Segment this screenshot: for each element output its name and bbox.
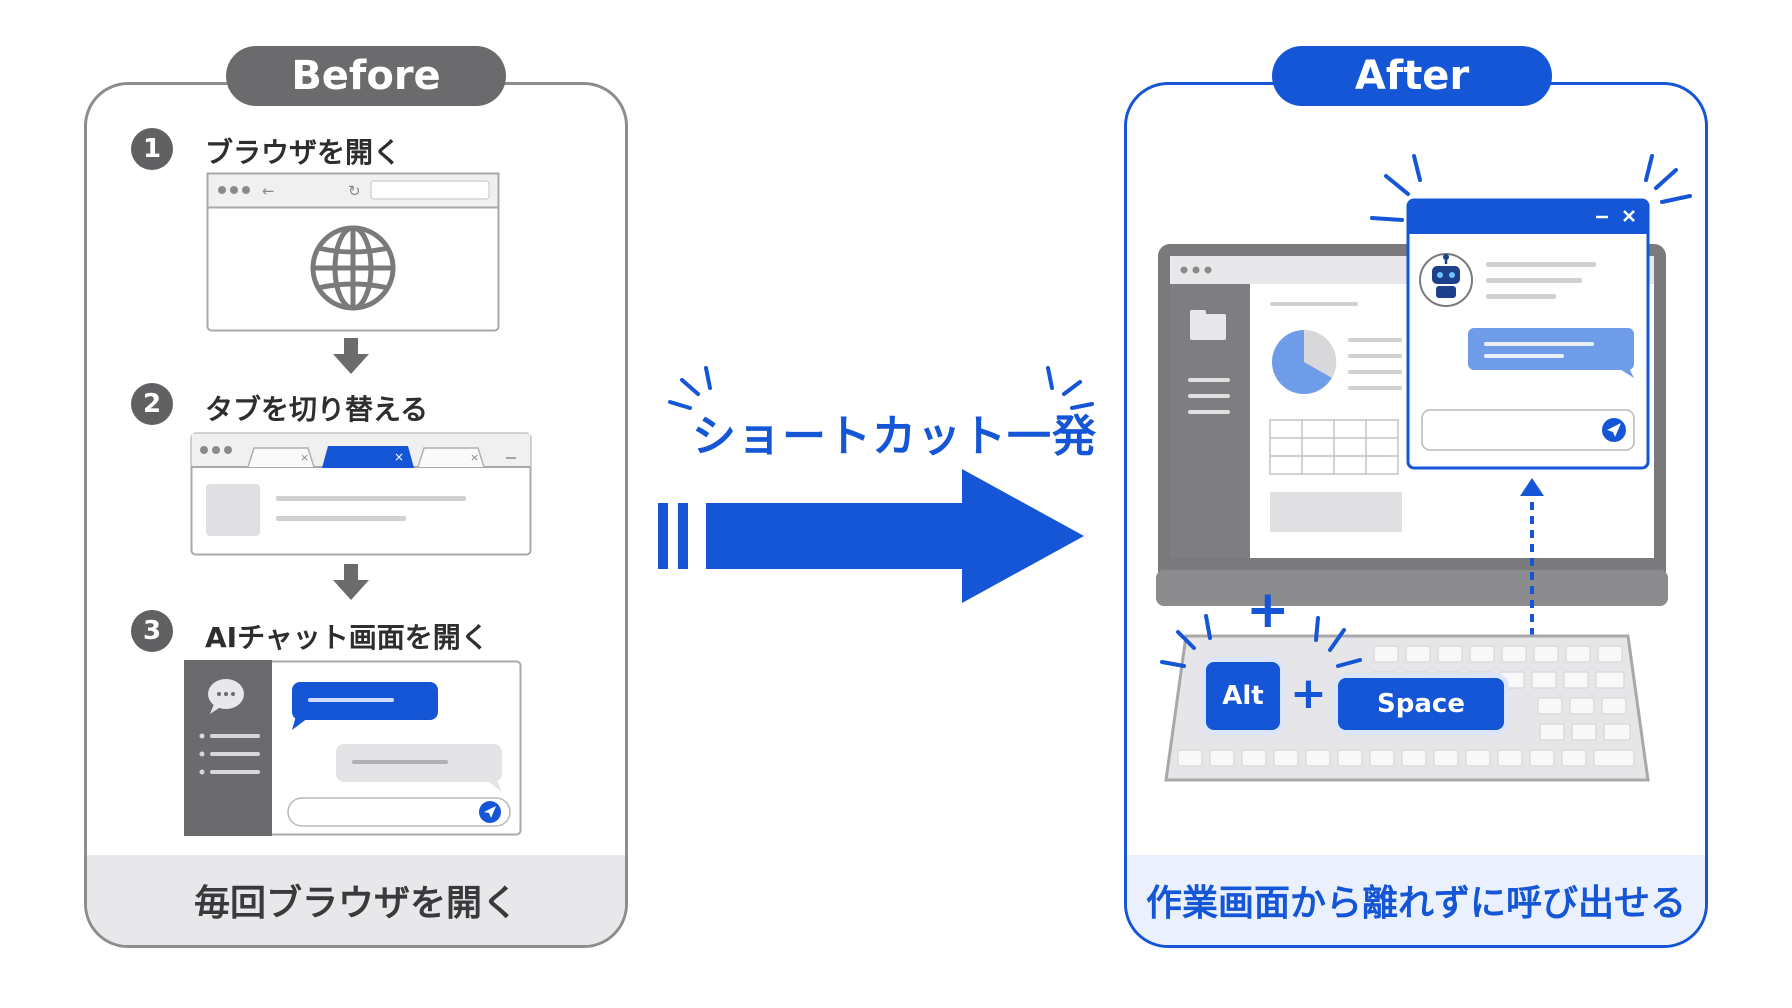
before-title: Before (226, 46, 506, 106)
table-grid-icon (1269, 419, 1399, 475)
svg-text:×: × (470, 451, 479, 464)
ai-chat-window-illustration (184, 660, 522, 836)
shortcut-label: ショートカット一発 (692, 411, 1097, 462)
svg-text:×: × (300, 451, 309, 464)
globe-icon (310, 225, 396, 311)
tab-active (322, 446, 414, 468)
key-emphasis-lines-decoration (1160, 614, 1362, 668)
ai-popup-window (1406, 198, 1650, 470)
before-footer: 毎回ブラウザを開く (87, 855, 625, 945)
down-arrow-icon (333, 564, 369, 600)
step-1-number: 1 (131, 128, 173, 170)
chat-bubble-icon (208, 679, 244, 714)
robot-icon (1419, 253, 1473, 307)
big-right-arrow-icon (658, 469, 1084, 603)
send-icon (1602, 418, 1626, 442)
step-3-number: 3 (131, 610, 173, 652)
svg-text:×: × (394, 450, 404, 464)
send-icon (479, 801, 501, 823)
after-footer: 作業画面から離れずに呼び出せる (1127, 855, 1705, 945)
close-icon (1623, 210, 1635, 222)
svg-text:↻: ↻ (348, 182, 361, 200)
step-2-label: タブを切り替える (205, 393, 429, 426)
key-plus-sign: + (1290, 668, 1327, 719)
step-2-number: 2 (131, 383, 173, 425)
folder-icon (1190, 310, 1226, 340)
pie-chart-icon (1272, 329, 1337, 394)
browser-window-illustration: ← ↻ (206, 172, 500, 332)
tabs-window-illustration: × × × (190, 432, 532, 556)
popup-emphasis-lines-decoration (1370, 154, 1692, 222)
svg-text:←: ← (262, 182, 275, 200)
space-key: Space (1338, 678, 1504, 730)
after-title: After (1272, 46, 1552, 106)
step-1-label: ブラウザを開く (205, 136, 402, 169)
step-3-label: AIチャット画面を開く (205, 621, 489, 654)
top-plus-sign: + (1246, 580, 1290, 640)
emphasis-lines-decoration (668, 366, 1094, 410)
alt-key: Alt (1206, 662, 1280, 730)
down-arrow-icon (333, 338, 369, 374)
